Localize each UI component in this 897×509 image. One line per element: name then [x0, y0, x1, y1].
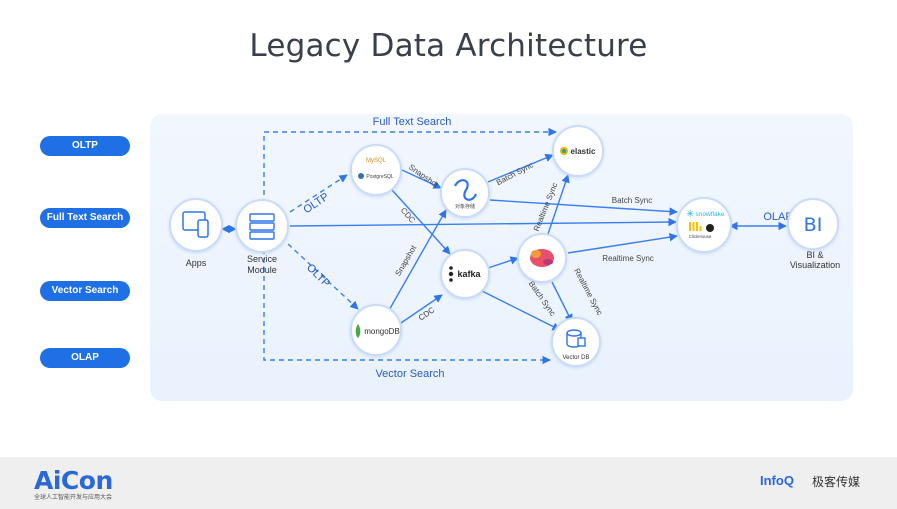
object-storage-label: 对象存储 [455, 203, 475, 210]
edge-kafka-flink [487, 256, 519, 269]
edge-cdc-bottom [397, 294, 443, 326]
node-kafka: kafka [440, 249, 490, 299]
slide-title: Legacy Data Architecture [249, 28, 648, 64]
infoq-logo: InfoQ [760, 473, 794, 488]
node-service-label-2: Module [247, 265, 277, 275]
edge-label-cdc-bottom: CDC [417, 305, 437, 322]
aicon-logo: AiCon [34, 466, 113, 495]
node-mongodb: mongoDB [350, 304, 402, 356]
postgres-icon [358, 173, 364, 179]
edge-label-oltp-bottom: OLTP [304, 262, 332, 290]
snowflake-logo: snowflake [696, 211, 725, 218]
edge-full-text-search [263, 127, 557, 222]
edge-batch-sync-right [489, 199, 678, 216]
edge-label-vector-search: Vector Search [375, 368, 444, 380]
edge-label-cdc-top: CDC [399, 206, 417, 225]
edge-batch-sync-top [487, 154, 554, 183]
edge-label-realtime-sync-mid: Realtime Sync [532, 181, 560, 232]
edge-realtime-sync-right [567, 233, 678, 254]
aicon-subtitle: 全球人工智能开发与应用大会 [34, 495, 113, 501]
object-storage-icon [454, 179, 478, 201]
infoq-cn-logo: 极客传媒 [812, 475, 861, 489]
edge-label-realtime-sync-right: Realtime Sync [602, 254, 654, 263]
edge-snapshot-top [401, 169, 442, 189]
bi-label-2: Visualization [790, 260, 840, 270]
edge-label-batch-sync-bottom: Batch Sync [527, 279, 558, 317]
edge-cdc-top [391, 189, 451, 255]
kafka-logo: kafka [457, 269, 481, 279]
edge-service-warehouse [289, 217, 677, 227]
devices-icon [182, 211, 209, 238]
edge-oltp-top [289, 174, 348, 213]
edge-label-olap: OLAP [763, 211, 792, 223]
node-vector-db: Vector DB [551, 317, 601, 367]
edge-label-batch-sync-right: Batch Sync [612, 196, 652, 205]
edge-realtime-sync-bottom [551, 281, 573, 323]
server-icon [249, 213, 275, 240]
clickhouse-icon [689, 222, 702, 231]
diagram-panel [150, 114, 853, 401]
edge-label-realtime-sync-bottom: Realtime Sync [572, 267, 604, 317]
mysql-logo: MySQL [366, 158, 387, 164]
node-object-storage: 对象存储 [440, 168, 490, 218]
label-vector-search: Vector Search [40, 281, 130, 301]
footer-bar [0, 457, 897, 509]
mongodb-logo: mongoDB [364, 327, 400, 336]
edge-oltp-bottom [287, 243, 359, 310]
edge-realtime-sync-mid [547, 174, 570, 235]
label-oltp: OLTP [40, 136, 130, 156]
nodes: Apps Service Module MySQL PostgreSQL 对象存… [169, 125, 840, 367]
bi-label-1: BI & [806, 250, 823, 260]
edge-label-snapshot-mid: Snapshot [393, 243, 418, 277]
database-icon [566, 329, 586, 348]
elastic-logo: elastic [571, 147, 596, 156]
node-bi: BI BI & Visualization [787, 198, 840, 270]
clickhouse-logo: ClickHouse [689, 234, 712, 239]
node-elastic: elastic [552, 125, 604, 177]
kafka-icon [448, 266, 454, 282]
edge-label-batch-sync-top: Batch Sync [495, 160, 535, 187]
node-warehouse: ✳ snowflake ClickHouse [676, 197, 732, 253]
edge-vector-search [263, 240, 551, 365]
node-oltp-db: MySQL PostgreSQL [350, 144, 402, 196]
node-flink [517, 233, 567, 283]
postgres-logo: PostgreSQL [366, 174, 393, 180]
label-olap: OLAP [40, 348, 130, 368]
node-service-module: Service Module [235, 199, 289, 275]
node-service-label-1: Service [247, 254, 277, 264]
label-full-text-search: Full Text Search [40, 208, 130, 228]
edge-batch-sync-bottom [479, 289, 561, 331]
mongodb-leaf-icon [355, 324, 361, 338]
edge-label-full-text-search: Full Text Search [373, 116, 452, 128]
edge-label-snapshot-top: Snapshot [407, 163, 440, 190]
bi-icon: BI [804, 214, 823, 236]
node-apps: Apps [169, 198, 223, 268]
edges [221, 127, 787, 365]
vector-db-label: Vector DB [562, 355, 589, 361]
node-apps-label: Apps [186, 258, 207, 268]
edge-snapshot-mid [387, 209, 447, 313]
snowflake-icon: ✳ [686, 209, 694, 220]
